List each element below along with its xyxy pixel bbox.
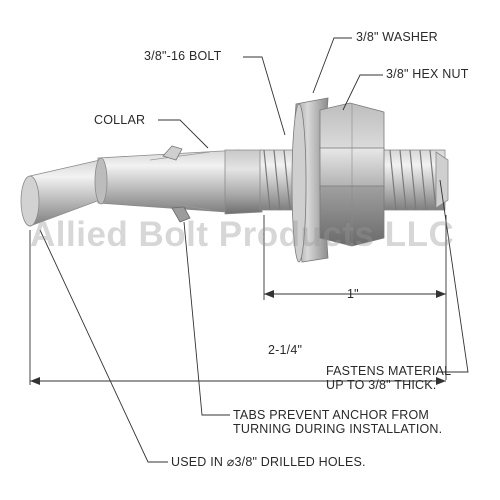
anchor-cone <box>20 159 101 227</box>
leader-lines <box>29 37 469 463</box>
hex-nut <box>319 102 385 247</box>
collar-clip <box>94 145 241 223</box>
washer-label: 3/8" WASHER <box>356 30 438 44</box>
dimension-arrows <box>30 290 446 385</box>
tabs-label-line2: TURNING DURING INSTALLATION. <box>233 422 443 436</box>
used-in-label: USED IN ⌀3/8" DRILLED HOLES. <box>171 455 366 469</box>
watermark: Allied Bolt Products LLC <box>30 215 455 254</box>
fastens-label-line2: UP TO 3/8" THICK. <box>326 378 437 392</box>
hex-nut-label: 3/8" HEX NUT <box>386 67 469 81</box>
bolt-label: 3/8"-16 BOLT <box>144 49 222 63</box>
overall-length-label: 2-1/4" <box>268 343 303 357</box>
fastens-label-line1: FASTENS MATERIAL <box>326 364 452 378</box>
collar-label: COLLAR <box>94 113 146 127</box>
thread-length-label: 1" <box>347 287 359 301</box>
bolt-body <box>224 149 263 215</box>
tabs-label-line1: TABS PREVENT ANCHOR FROM <box>233 408 430 422</box>
